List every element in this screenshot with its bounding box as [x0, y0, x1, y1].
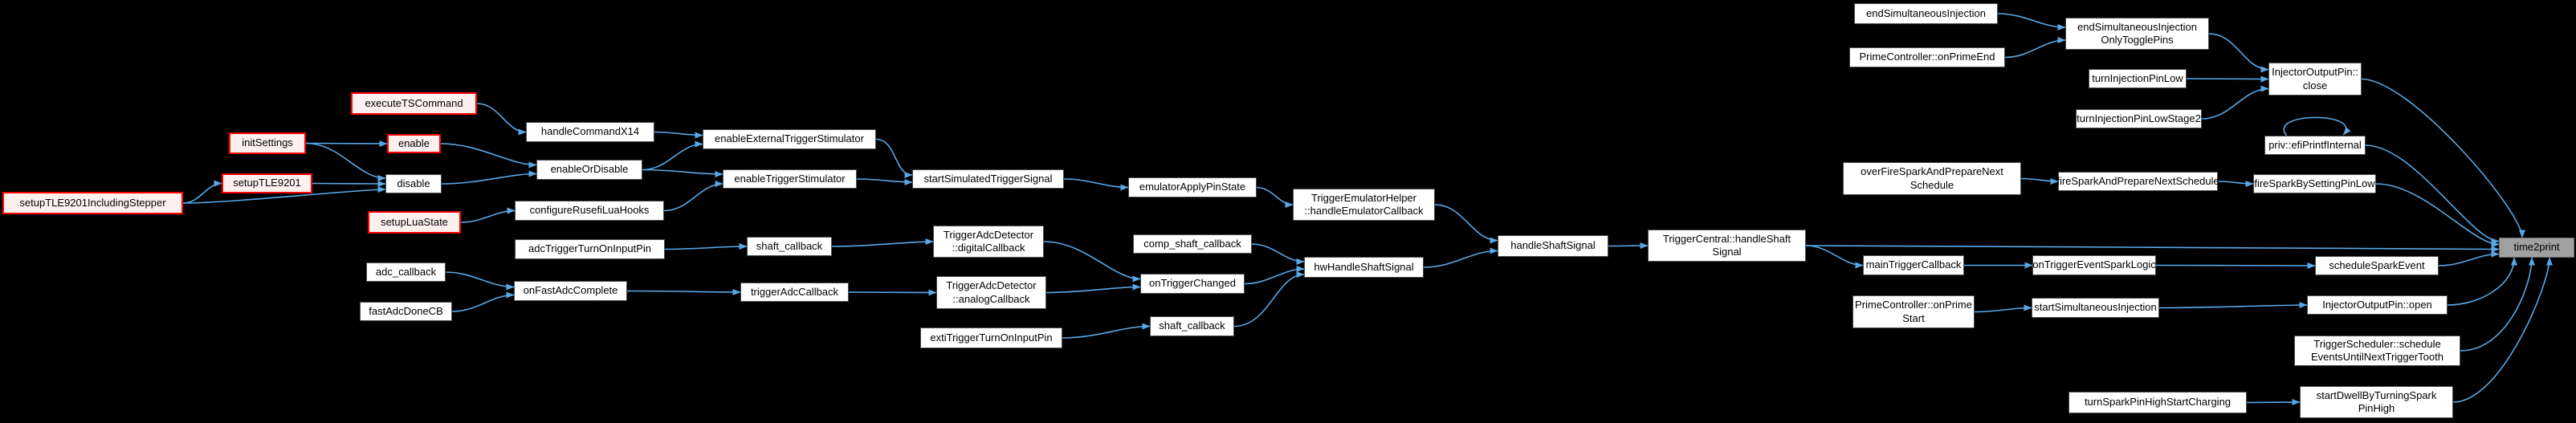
edge-emulatorApplyPinState-to-handleEmulatorCallback [1256, 186, 1294, 208]
edge-efiPrintfInternal-to-time2print [2365, 144, 2500, 245]
edge-extiTriggerTurnOnInputPin-to-shaft_callback_2 [1062, 323, 1151, 339]
node-setupTLE9201[interactable]: setupTLE9201 [222, 173, 312, 193]
node-configureRusefiLuaHooks[interactable]: configureRusefiLuaHooks [515, 201, 664, 221]
edge-setupTLE9201-to-disable [312, 180, 386, 187]
node-enableTriggerStimulator[interactable]: enableTriggerStimulator [723, 169, 857, 189]
node-executeTSCommand[interactable]: executeTSCommand [351, 92, 477, 115]
edge-triggerAdcAnalog-to-onTriggerChanged [1045, 283, 1141, 294]
node-endSimOnlyTogglePins[interactable]: endSimultaneousInjection OnlyTogglePins [2065, 18, 2209, 50]
edge-configureRusefiLuaHooks-to-enableTriggerStimulator [663, 181, 723, 212]
edge-enableOrDisable-to-enableExternalTriggerStimulator [642, 140, 703, 171]
node-extiTriggerTurnOnInputPin[interactable]: extiTriggerTurnOnInputPin [920, 327, 1062, 348]
edge-efiPrintfInternal-to-efiPrintfInternal [2283, 116, 2351, 136]
node-onFastAdcComplete[interactable]: onFastAdcComplete [514, 281, 627, 301]
node-enableExternalTriggerStimulator[interactable]: enableExternalTriggerStimulator [703, 129, 876, 149]
node-efiPrintfInternal[interactable]: priv::efiPrintfInternal [2264, 136, 2366, 155]
node-enableOrDisable[interactable]: enableOrDisable [536, 160, 642, 180]
node-handleEmulatorCallback[interactable]: TriggerEmulatorHelper ::handleEmulatorCa… [1293, 189, 1435, 221]
node-triggerAdcCallback[interactable]: triggerAdcCallback [740, 283, 849, 302]
edge-executeTSCommand-to-handleCommandX14 [476, 103, 527, 136]
node-mainTriggerCallback[interactable]: mainTriggerCallback [1863, 255, 1964, 275]
edge-triggerAdcCallback-to-triggerAdcAnalog [848, 289, 937, 296]
node-adc_callback[interactable]: adc_callback [366, 262, 446, 282]
node-handleShaftSignal[interactable]: handleShaftSignal [1498, 235, 1608, 257]
node-initSettings[interactable]: initSettings [229, 132, 306, 154]
edge-enableExternalTriggerStimulator-to-startSimulatedTriggerSignal [875, 138, 913, 178]
node-injClose[interactable]: InjectorOutputPin:: close [2268, 63, 2362, 96]
node-turnSparkPinHighStartCharging[interactable]: turnSparkPinHighStartCharging [2069, 392, 2247, 413]
node-triggerScheduler[interactable]: TriggerScheduler::schedule EventsUntilNe… [2294, 336, 2460, 366]
edge-initSettings-to-disable [305, 142, 386, 181]
node-turnInjectionPinLowStage2[interactable]: turnInjectionPinLowStage2 [2076, 109, 2202, 128]
edge-triggerAdcDigital-to-onTriggerChanged [1043, 241, 1141, 283]
node-fireSparkBySettingPinLow[interactable]: fireSparkBySettingPinLow [2253, 174, 2376, 193]
node-triggerAdcDigital[interactable]: TriggerAdcDetector ::digitalCallback [933, 226, 1044, 258]
edge-startSimultaneousInjection-to-injOpen [2158, 302, 2308, 309]
edge-fireSparkBySettingPinLow-to-time2print [2375, 183, 2500, 248]
node-startSimulatedTriggerSignal[interactable]: startSimulatedTriggerSignal [912, 169, 1064, 189]
edge-enableOrDisable-to-enableTriggerStimulator [642, 169, 723, 177]
edge-fastAdcDoneCB-to-onFastAdcComplete [451, 291, 515, 312]
edge-shaft_callback_1-to-triggerAdcDigital [831, 238, 934, 247]
edge-turnSparkPinHighStartCharging-to-startDwell [2246, 399, 2301, 406]
edge-startDwell-to-time2print [2452, 257, 2553, 403]
node-emulatorApplyPinState[interactable]: emulatorApplyPinState [1128, 177, 1257, 197]
node-adcTriggerTurnOnInputPin[interactable]: adcTriggerTurnOnInputPin [515, 239, 665, 259]
edge-startSimulatedTriggerSignal-to-emulatorApplyPinState [1063, 178, 1129, 191]
edge-adc_callback-to-onFastAdcComplete [445, 271, 515, 291]
node-shaft_callback_1[interactable]: shaft_callback [747, 237, 832, 256]
edge-hwHandleShaftSignal-to-handleShaftSignal [1423, 247, 1498, 268]
edge-adcTriggerTurnOnInputPin-to-shaft_callback_1 [664, 243, 748, 250]
node-enable[interactable]: enable [387, 134, 441, 153]
node-time2print: time2print [2499, 238, 2574, 258]
node-onTriggerChanged[interactable]: onTriggerChanged [1140, 274, 1245, 294]
edge-endSimultaneousInjection-to-endSimOnlyTogglePins [1997, 13, 2066, 31]
edge-tcHandleShaftSignal-to-time2print [1805, 245, 2500, 253]
node-endSimultaneousInjection[interactable]: endSimultaneousInjection [1854, 3, 1998, 24]
edge-setupTLE9201IncludingStepper-to-disable [182, 186, 386, 204]
edge-endSimOnlyTogglePins-to-injClose [2208, 33, 2269, 73]
node-setupTLE9201IncludingStepper[interactable]: setupTLE9201IncludingStepper [2, 192, 183, 214]
edge-handleCommandX14-to-enableExternalTriggerStimulator [654, 131, 703, 139]
edge-scheduleSparkEvent-to-time2print [2438, 250, 2500, 266]
edge-comp_shaft_callback-to-hwHandleShaftSignal [1251, 243, 1305, 265]
node-startDwell[interactable]: startDwellByTurningSpark PinHigh [2300, 386, 2453, 418]
node-onPrimeStart[interactable]: PrimeController::onPrime Start [1853, 295, 1975, 328]
node-setupLuaState[interactable]: setupLuaState [368, 211, 461, 234]
edge-setupLuaState-to-configureRusefiLuaHooks [460, 207, 516, 223]
edge-enableTriggerStimulator-to-startSimulatedTriggerSignal [856, 178, 913, 185]
node-comp_shaft_callback[interactable]: comp_shaft_callback [1133, 234, 1252, 254]
edge-turnInjectionPinLowStage2-to-injClose [2201, 85, 2269, 120]
edge-disable-to-enableOrDisable [441, 170, 537, 185]
node-handleCommandX14[interactable]: handleCommandX14 [526, 122, 654, 142]
node-scheduleSparkEvent[interactable]: scheduleSparkEvent [2315, 256, 2439, 275]
node-hwHandleShaftSignal[interactable]: hwHandleShaftSignal [1304, 257, 1424, 278]
edge-onPrimeStart-to-startSimultaneousInjection [1974, 304, 2032, 313]
edge-handleEmulatorCallback-to-handleShaftSignal [1434, 204, 1498, 244]
edge-overFireSpark-to-fireSparkAndPrepareNextSchedule [2020, 177, 2059, 185]
edge-onFastAdcComplete-to-triggerAdcCallback [626, 288, 741, 295]
node-startSimultaneousInjection[interactable]: startSimultaneousInjection [2032, 298, 2159, 318]
node-triggerAdcAnalog[interactable]: TriggerAdcDetector ::analogCallback [936, 276, 1046, 309]
edge-triggerScheduler-to-time2print [2460, 257, 2535, 352]
node-overFireSpark[interactable]: overFireSparkAndPrepareNext Schedule [1843, 162, 2021, 195]
node-shaft_callback_2[interactable]: shaft_callback [1150, 316, 1234, 336]
edge-injOpen-to-time2print [2447, 257, 2517, 306]
edge-fireSparkAndPrepareNextSchedule-to-fireSparkBySettingPinLow [2217, 180, 2254, 187]
edge-onTriggerChanged-to-hwHandleShaftSignal [1244, 266, 1305, 285]
node-injOpen[interactable]: InjectorOutputPin::open [2307, 295, 2448, 315]
edge-enable-to-enableOrDisable [440, 143, 537, 169]
node-tcHandleShaftSignal[interactable]: TriggerCentral::handleShaft Signal [1648, 230, 1806, 262]
node-turnInjectionPinLow[interactable]: turnInjectionPinLow [2089, 69, 2187, 88]
node-onTriggerEventSparkLogic[interactable]: onTriggerEventSparkLogic [2032, 255, 2156, 275]
edge-onPrimeEnd-to-endSimOnlyTogglePins [2004, 37, 2066, 59]
node-fireSparkAndPrepareNextSchedule[interactable]: fireSparkAndPrepareNextSchedule [2056, 172, 2219, 191]
node-disable[interactable]: disable [385, 174, 442, 193]
node-onPrimeEnd[interactable]: PrimeController::onPrimeEnd [1849, 47, 2005, 67]
edge-injClose-to-time2print [2361, 78, 2525, 238]
edge-shaft_callback_2-to-hwHandleShaftSignal [1233, 271, 1305, 327]
node-fastAdcDoneCB[interactable]: fastAdcDoneCB [360, 302, 452, 321]
